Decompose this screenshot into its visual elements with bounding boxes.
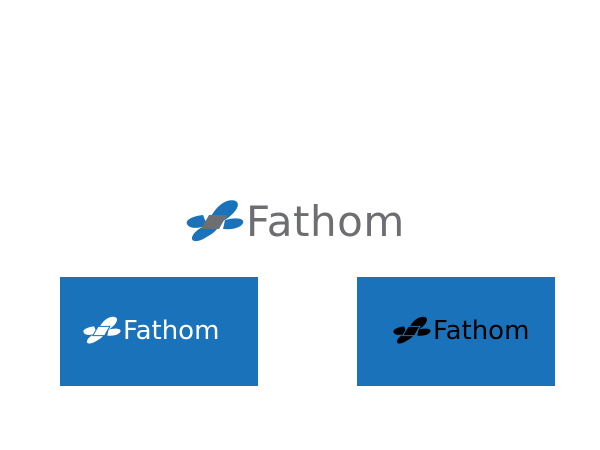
fathom-wordmark: Fathom [246, 197, 405, 246]
fathom-wordmark: Fathom [123, 316, 220, 346]
blue-panel-black-logo: Fathom [357, 277, 555, 386]
fathom-wordmark: Fathom [433, 316, 530, 346]
fathom-mark-icon [186, 200, 244, 242]
logo-black-on-blue: Fathom [391, 315, 529, 347]
logo-white-on-blue: Fathom [81, 315, 219, 347]
fathom-mark-icon [83, 316, 121, 344]
fathom-mark-icon [393, 316, 431, 344]
blue-panel-white-logo: Fathom [60, 277, 258, 386]
logo-full-color: Fathom [183, 198, 415, 246]
